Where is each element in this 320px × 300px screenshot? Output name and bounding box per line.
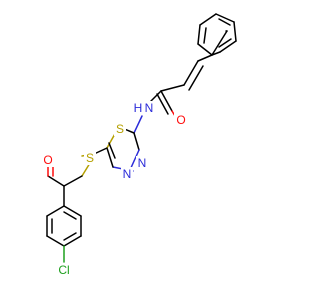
- phenyl-ring: [197, 13, 237, 56]
- carbonyl-oxygen-label: O: [176, 113, 185, 127]
- ring-nitrogen-b-label: N: [123, 167, 132, 181]
- molecule-structure: N H O S N N S O Cl: [42, 13, 237, 277]
- ring-sulfur-label: S: [116, 122, 124, 136]
- molecule-diagram: N H O S N N S O Cl: [42, 13, 237, 277]
- ketone-oxygen-label: O: [43, 153, 52, 167]
- thioether-ketone: [47, 147, 108, 207]
- amide-nitrogen-label: N: [145, 101, 154, 115]
- thioether-sulfur-label: S: [86, 151, 94, 165]
- chlorophenyl-ring: [46, 205, 82, 263]
- chlorine-label: Cl: [58, 263, 69, 277]
- amide-hydrogen-label: H: [134, 101, 143, 115]
- ring-nitrogen-a-label: N: [138, 156, 147, 170]
- alkene-chain: [160, 54, 213, 92]
- atom-labels: N H O S N N S O Cl: [42, 101, 186, 277]
